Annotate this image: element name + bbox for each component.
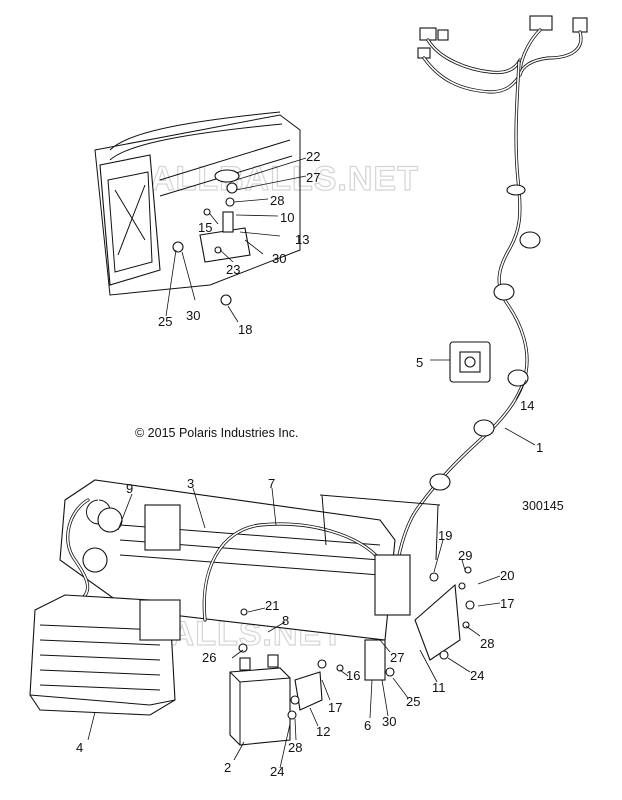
callout-13: 13 (295, 232, 309, 247)
harness-clip-4 (507, 369, 529, 387)
callout-24: 24 (270, 764, 284, 779)
bracket-11 (414, 583, 461, 661)
callout-28: 28 (270, 193, 284, 208)
inset-detail (94, 111, 301, 306)
wiring-harness (396, 15, 588, 562)
harness-connector-3 (529, 15, 553, 31)
harness-clip-3 (493, 283, 515, 301)
harness-connector-4 (572, 17, 588, 33)
harness-clip-1 (506, 184, 526, 196)
callout-2: 2 (224, 760, 231, 775)
callout-15: 15 (198, 220, 212, 235)
callout-5: 5 (416, 355, 423, 370)
harness-connector-2 (437, 29, 449, 41)
watermark-top: ALLBALLS.NET (150, 160, 419, 198)
fastener-30 (172, 241, 184, 253)
callout-labels: 22 27 28 10 13 15 23 30 25 30 18 5 14 1 … (76, 149, 543, 779)
leader-lines (87, 157, 536, 769)
callout-11: 11 (432, 680, 446, 695)
part-4-battery-box (29, 594, 181, 716)
callout-20: 20 (500, 568, 514, 583)
callout-30: 30 (272, 251, 286, 266)
callout-25: 25 (158, 314, 172, 329)
harness-clip-6 (429, 473, 451, 491)
callout-26: 26 (202, 650, 216, 665)
part-12-bracket (294, 671, 323, 711)
callout-3: 3 (187, 476, 194, 491)
callout-12: 12 (316, 724, 330, 739)
callout-6: 6 (364, 718, 371, 733)
callout-21: 21 (265, 598, 279, 613)
callout-28: 28 (480, 636, 494, 651)
callout-4: 4 (76, 740, 83, 755)
callout-16: 16 (346, 668, 360, 683)
callout-30: 30 (382, 714, 396, 729)
callout-8: 8 (282, 613, 289, 628)
part-2-battery (229, 654, 291, 746)
callout-22: 22 (306, 149, 320, 164)
callout-25: 25 (406, 694, 420, 709)
callout-28: 28 (288, 740, 302, 755)
bolt-18 (220, 294, 232, 306)
harness-connector-1 (419, 27, 437, 41)
diagram-number: 300145 (522, 499, 564, 513)
callout-10: 10 (280, 210, 294, 225)
fuse-block-6 (364, 639, 386, 681)
callout-9: 9 (126, 481, 133, 496)
side-module (374, 554, 411, 616)
copyright-notice: © 2015 Polaris Industries Inc. (135, 426, 298, 440)
part-5-relay (430, 341, 491, 383)
callout-23: 23 (226, 262, 240, 277)
callout-1: 1 (536, 440, 543, 455)
callout-14: 14 (520, 398, 534, 413)
harness-clip-2 (519, 231, 541, 249)
callout-17: 17 (328, 700, 342, 715)
callout-17: 17 (500, 596, 514, 611)
callout-7: 7 (268, 476, 275, 491)
callout-27: 27 (306, 170, 320, 185)
harness-clip-5 (473, 419, 495, 437)
fasteners (238, 566, 475, 720)
callout-18: 18 (238, 322, 252, 337)
bolt-15 (203, 208, 211, 216)
callout-24: 24 (470, 668, 484, 683)
tray-block (144, 504, 181, 551)
callout-19: 19 (438, 528, 452, 543)
callout-27: 27 (390, 650, 404, 665)
callout-30: 30 (186, 308, 200, 323)
callout-29: 29 (458, 548, 472, 563)
